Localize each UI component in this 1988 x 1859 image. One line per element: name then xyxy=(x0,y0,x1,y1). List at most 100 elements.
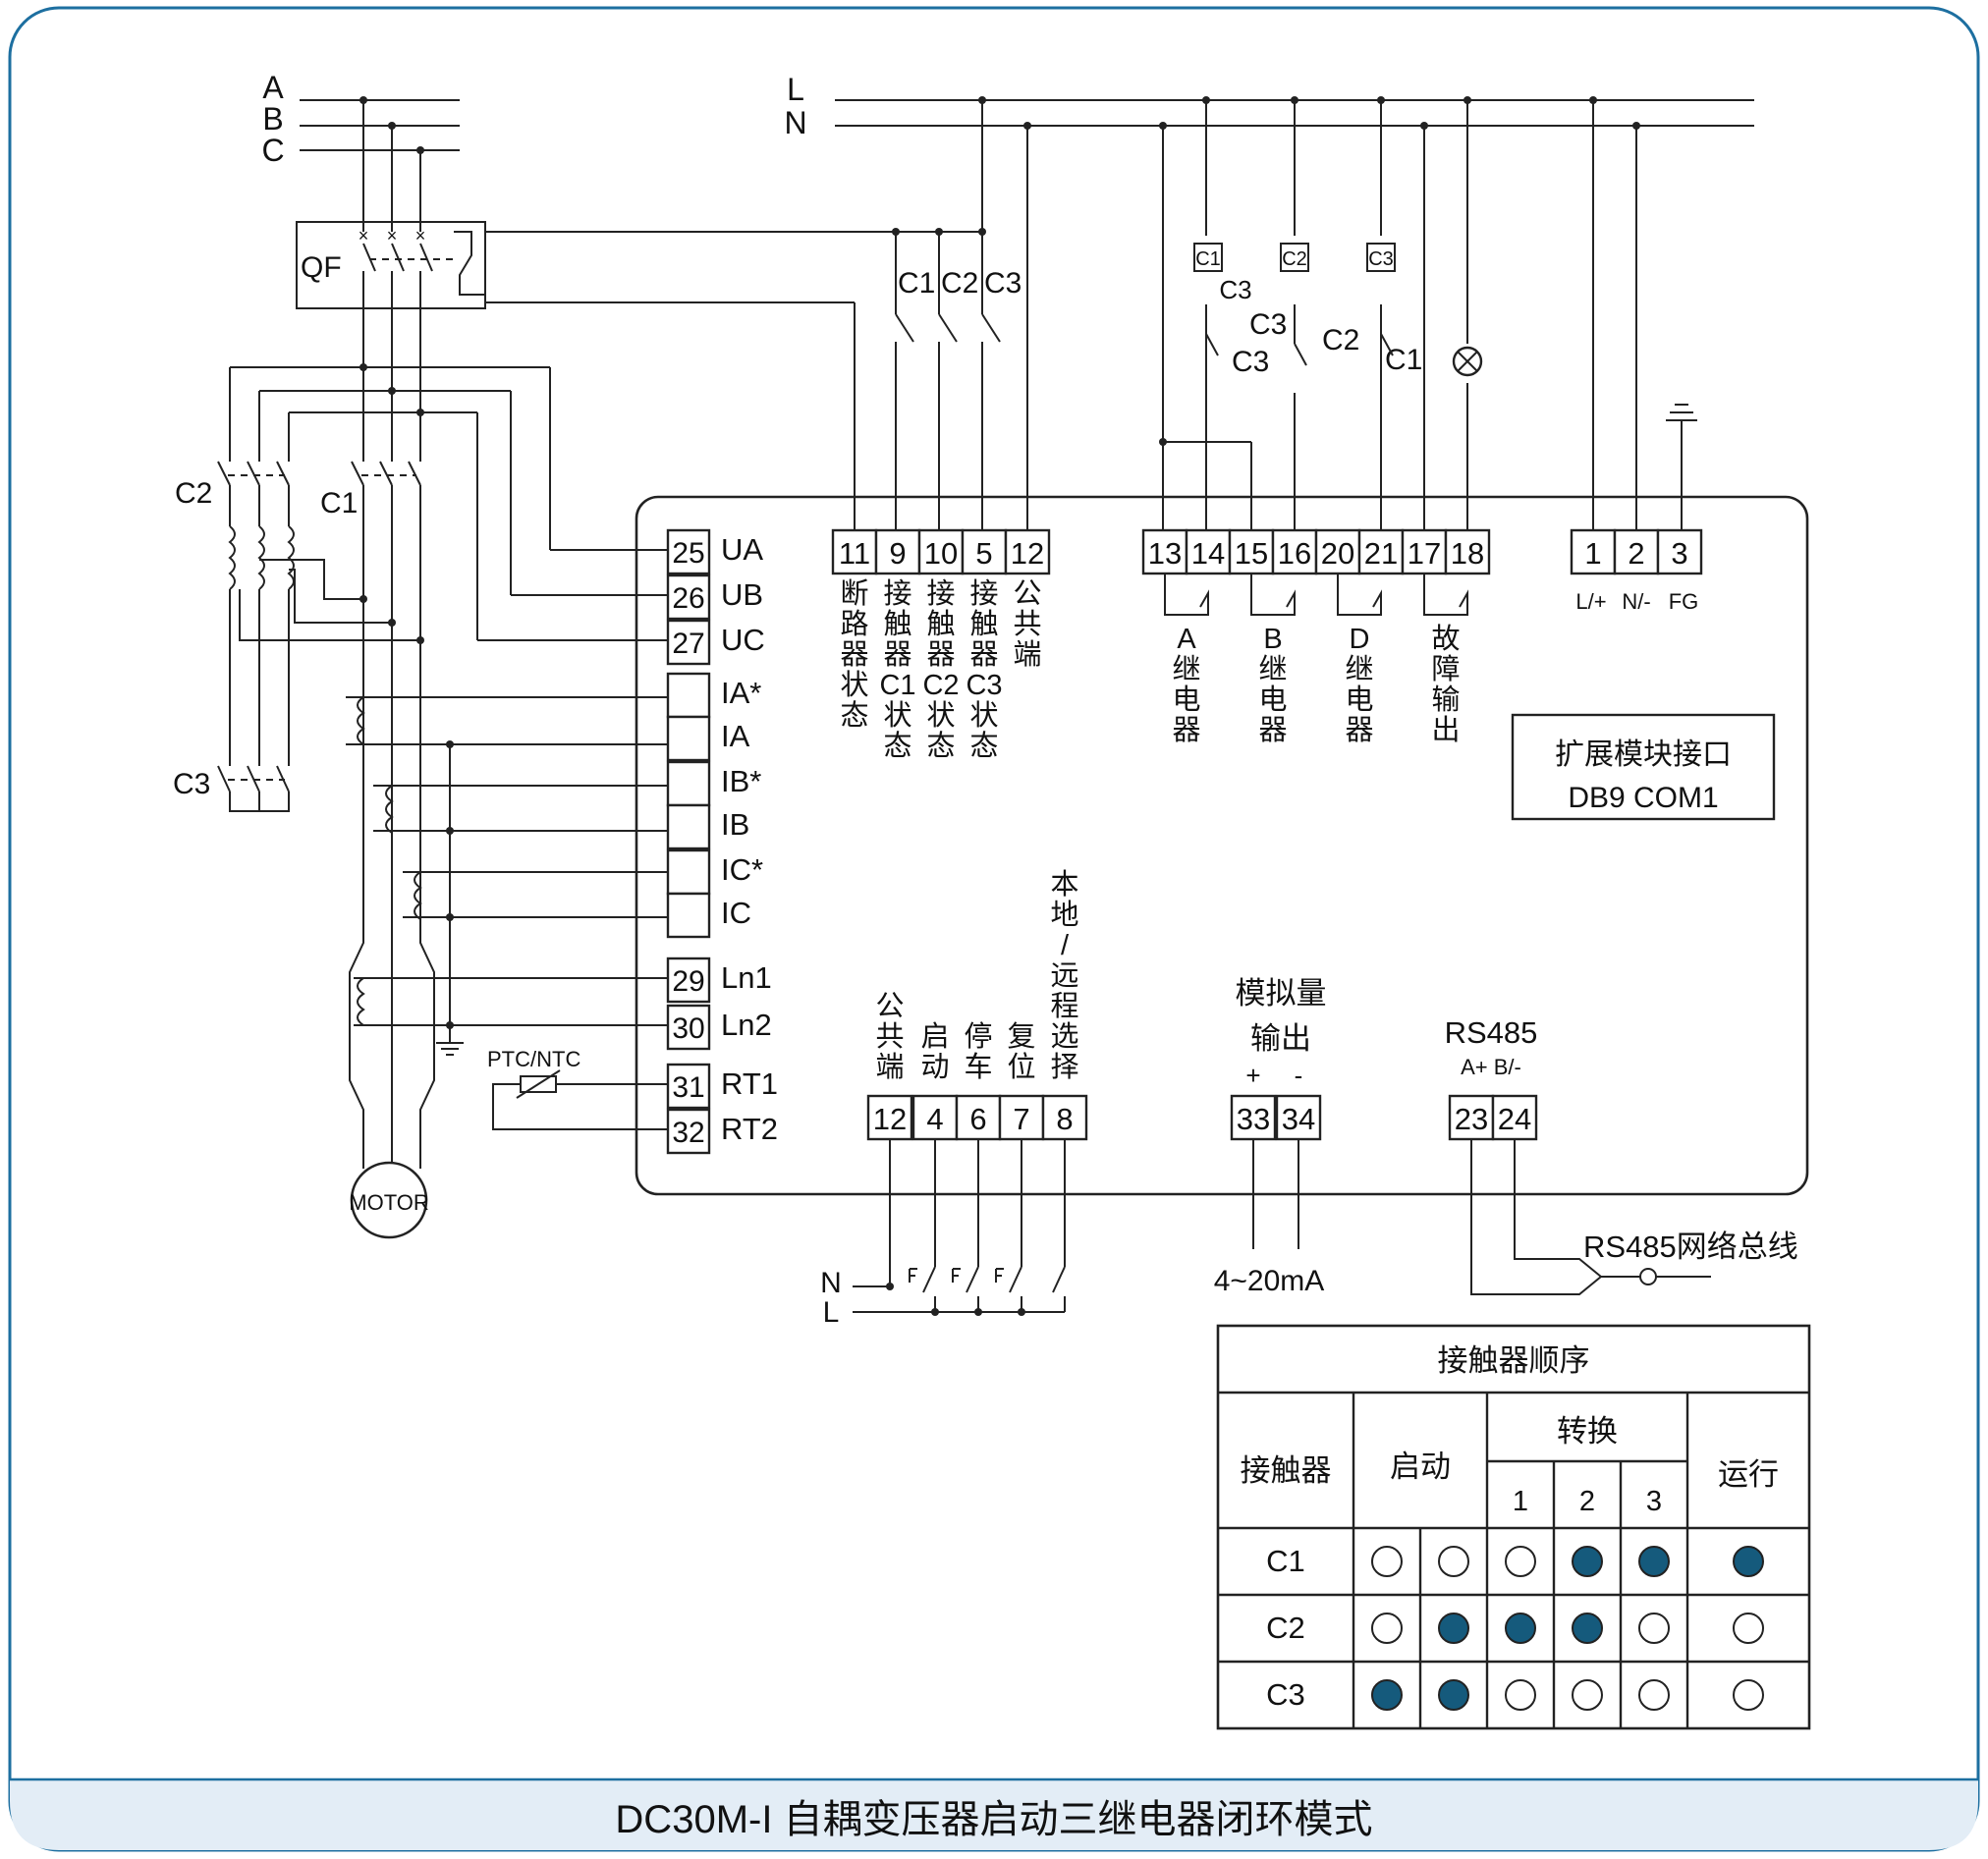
svg-text:C2: C2 xyxy=(1282,248,1307,270)
n-label: N xyxy=(784,105,806,140)
terminal-label: RT1 xyxy=(721,1066,778,1101)
breaker-label: QF xyxy=(301,251,342,284)
terminal-num: 9 xyxy=(889,536,906,571)
terminal-15 xyxy=(1228,528,1275,575)
svg-text:C1: C1 xyxy=(1385,344,1422,376)
rs485-bus xyxy=(1470,1139,1711,1295)
analog-title2: 输出 xyxy=(1250,1021,1311,1056)
terminal-num: 29 xyxy=(672,965,704,998)
c2-label: C2 xyxy=(175,477,212,510)
terminal-num: 13 xyxy=(1148,536,1182,571)
terminal-num: 34 xyxy=(1282,1102,1315,1136)
terminal-num: 14 xyxy=(1191,536,1225,571)
footer-band xyxy=(10,1779,1978,1850)
terminal-num: 20 xyxy=(1321,536,1354,571)
input-label: 复位 xyxy=(1007,1020,1035,1083)
power-label: N/- xyxy=(1622,589,1650,614)
terminal-num: 10 xyxy=(924,536,958,571)
svg-text:C1: C1 xyxy=(898,267,935,300)
state-on-dot xyxy=(1438,1613,1469,1644)
ptc-ntc-label: PTC/NTC xyxy=(487,1047,580,1071)
col-start: 启动 xyxy=(1390,1449,1451,1484)
l-label: L xyxy=(787,72,804,107)
terminal-ct5 xyxy=(666,760,711,807)
svg-text:C2: C2 xyxy=(1322,324,1359,356)
terminal-num: 15 xyxy=(1235,536,1268,571)
l-input-label: L xyxy=(823,1296,840,1329)
terminal-2 xyxy=(1613,528,1660,575)
terminal-label: IB xyxy=(721,807,749,842)
terminal-num: 12 xyxy=(873,1102,907,1136)
terminal-32 xyxy=(666,1108,711,1155)
terminal-num: 24 xyxy=(1498,1102,1531,1136)
relay-contact xyxy=(1164,574,1209,616)
rs485-pins: A+ B/- xyxy=(1461,1055,1521,1079)
phase-drops xyxy=(359,96,424,232)
status-label: 断路器状态 xyxy=(840,577,868,732)
phase-b-label: B xyxy=(262,101,283,137)
state-on-dot xyxy=(1638,1546,1670,1577)
coil-c1: C1 C3 xyxy=(1193,243,1252,304)
terminal-34 xyxy=(1275,1094,1322,1141)
terminal-label: UC xyxy=(721,623,765,657)
autotransformer-wiring xyxy=(229,366,668,641)
terminal-3 xyxy=(1656,528,1703,575)
power-label: L/+ xyxy=(1575,589,1606,614)
state-on-dot xyxy=(1438,1679,1469,1711)
terminal-label: IC xyxy=(721,896,751,930)
rs485-title: RS485 xyxy=(1445,1015,1538,1050)
terminal-4 xyxy=(911,1094,959,1141)
state-off-dot xyxy=(1572,1679,1603,1711)
status-label: 公共端 xyxy=(1013,578,1041,671)
phase-c-label: C xyxy=(261,133,284,168)
terminal-label: Ln2 xyxy=(721,1008,772,1042)
terminal-num: 5 xyxy=(975,536,992,571)
terminal-num: 16 xyxy=(1278,536,1311,571)
terminal-12 xyxy=(1004,528,1051,575)
terminal-label: RT2 xyxy=(721,1112,778,1146)
svg-text:×: × xyxy=(415,226,426,246)
terminal-num: 30 xyxy=(672,1012,704,1045)
motor-symbol xyxy=(350,1161,428,1239)
terminal-label: IC* xyxy=(721,852,763,887)
terminal-num: 25 xyxy=(672,537,704,570)
motor-label: MOTOR xyxy=(349,1190,428,1215)
state-off-dot xyxy=(1371,1546,1403,1577)
svg-text:C3: C3 xyxy=(1249,308,1287,341)
state-off-dot xyxy=(1638,1613,1670,1644)
terminal-16 xyxy=(1271,528,1318,575)
row-name: C3 xyxy=(1266,1677,1305,1712)
expansion-line2: DB9 COM1 xyxy=(1568,782,1718,814)
fault-lamp xyxy=(1452,346,1483,377)
c1-label: C1 xyxy=(320,487,358,519)
state-off-dot xyxy=(1733,1613,1764,1644)
terminal-label: UB xyxy=(721,577,763,612)
terminal-26 xyxy=(666,574,711,621)
terminal-num: 21 xyxy=(1364,536,1398,571)
terminal-25 xyxy=(666,528,711,575)
terminal-num: 26 xyxy=(672,582,704,615)
input-label: 启动 xyxy=(920,1020,949,1083)
row-name: C2 xyxy=(1266,1611,1305,1645)
svg-text:C3: C3 xyxy=(1232,346,1269,378)
terminal-num: 11 xyxy=(839,536,870,571)
terminal-num: 3 xyxy=(1671,536,1687,571)
svg-text:C1: C1 xyxy=(1195,248,1221,270)
terminal-num: 31 xyxy=(672,1071,704,1104)
expansion-line1: 扩展模块接口 xyxy=(1555,738,1732,771)
terminal-num: 17 xyxy=(1408,536,1441,571)
state-on-dot xyxy=(1505,1613,1536,1644)
